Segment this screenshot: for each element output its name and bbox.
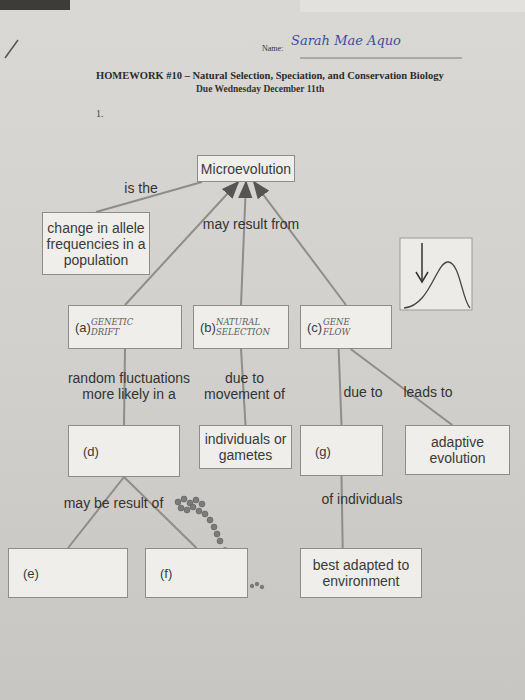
blank-letter: (c) xyxy=(307,320,322,335)
box-text: adaptive evolution xyxy=(406,434,509,466)
blank-letter: (d) xyxy=(83,444,99,459)
concept-box: best adapted to environment xyxy=(300,548,422,598)
edge-label: due to movement of xyxy=(197,370,292,402)
sheet-label: Due Wednesday December 11th xyxy=(196,84,324,94)
concept-box: (g) xyxy=(300,425,383,476)
sheet-label: Sarah Mae Aquo xyxy=(291,33,401,48)
photo-header xyxy=(0,0,525,58)
box-text: individuals or gametes xyxy=(200,431,291,463)
connector-line xyxy=(254,182,346,305)
connector-line xyxy=(68,477,124,548)
box-text: Microevolution xyxy=(201,161,291,177)
concept-box: (c)GENE FLOW xyxy=(300,305,392,349)
concept-box: (f) xyxy=(145,548,248,598)
handwritten-answer: GENETIC DRIFT xyxy=(91,317,143,337)
connector-line xyxy=(339,349,342,425)
handwritten-answer: NATURAL SELECTION xyxy=(216,317,268,337)
edge-label: may result from xyxy=(196,216,306,232)
connector-line xyxy=(241,182,246,305)
connector-line xyxy=(342,476,343,548)
edge-label: is the xyxy=(116,180,166,196)
box-text: best adapted to environment xyxy=(301,557,421,589)
sheet-label: Name: xyxy=(262,44,283,53)
handwritten-answer: GENE FLOW xyxy=(323,317,375,337)
edge-label: leads to xyxy=(398,384,458,400)
box-text: change in allele frequencies in a popula… xyxy=(43,220,149,268)
blank-letter: (g) xyxy=(315,443,331,458)
edge-label: due to xyxy=(338,384,388,400)
concept-box: (e) xyxy=(8,548,128,598)
blank-letter: (e) xyxy=(23,566,39,581)
bell-curve-sketch xyxy=(400,238,472,310)
edge-label: of individuals xyxy=(312,491,412,507)
blank-letter: (f) xyxy=(160,566,172,581)
sheet-label: 1. xyxy=(96,108,104,119)
blank-letter: (a) xyxy=(75,320,91,335)
concept-box: individuals or gametes xyxy=(199,425,292,469)
concept-box: Microevolution xyxy=(197,155,295,182)
concept-box: change in allele frequencies in a popula… xyxy=(42,212,150,275)
blank-letter: (b) xyxy=(200,320,216,335)
concept-box: (d) xyxy=(68,425,180,477)
sheet-title: HOMEWORK #10 – Natural Selection, Specia… xyxy=(96,70,444,81)
concept-box: (b)NATURAL SELECTION xyxy=(193,305,289,349)
edge-label: may be result of xyxy=(56,495,171,511)
connector-line xyxy=(124,477,197,548)
edge-label: random fluctuations more likely in a xyxy=(58,370,200,402)
concept-box: (a)GENETIC DRIFT xyxy=(68,305,182,349)
concept-box: adaptive evolution xyxy=(405,425,510,475)
